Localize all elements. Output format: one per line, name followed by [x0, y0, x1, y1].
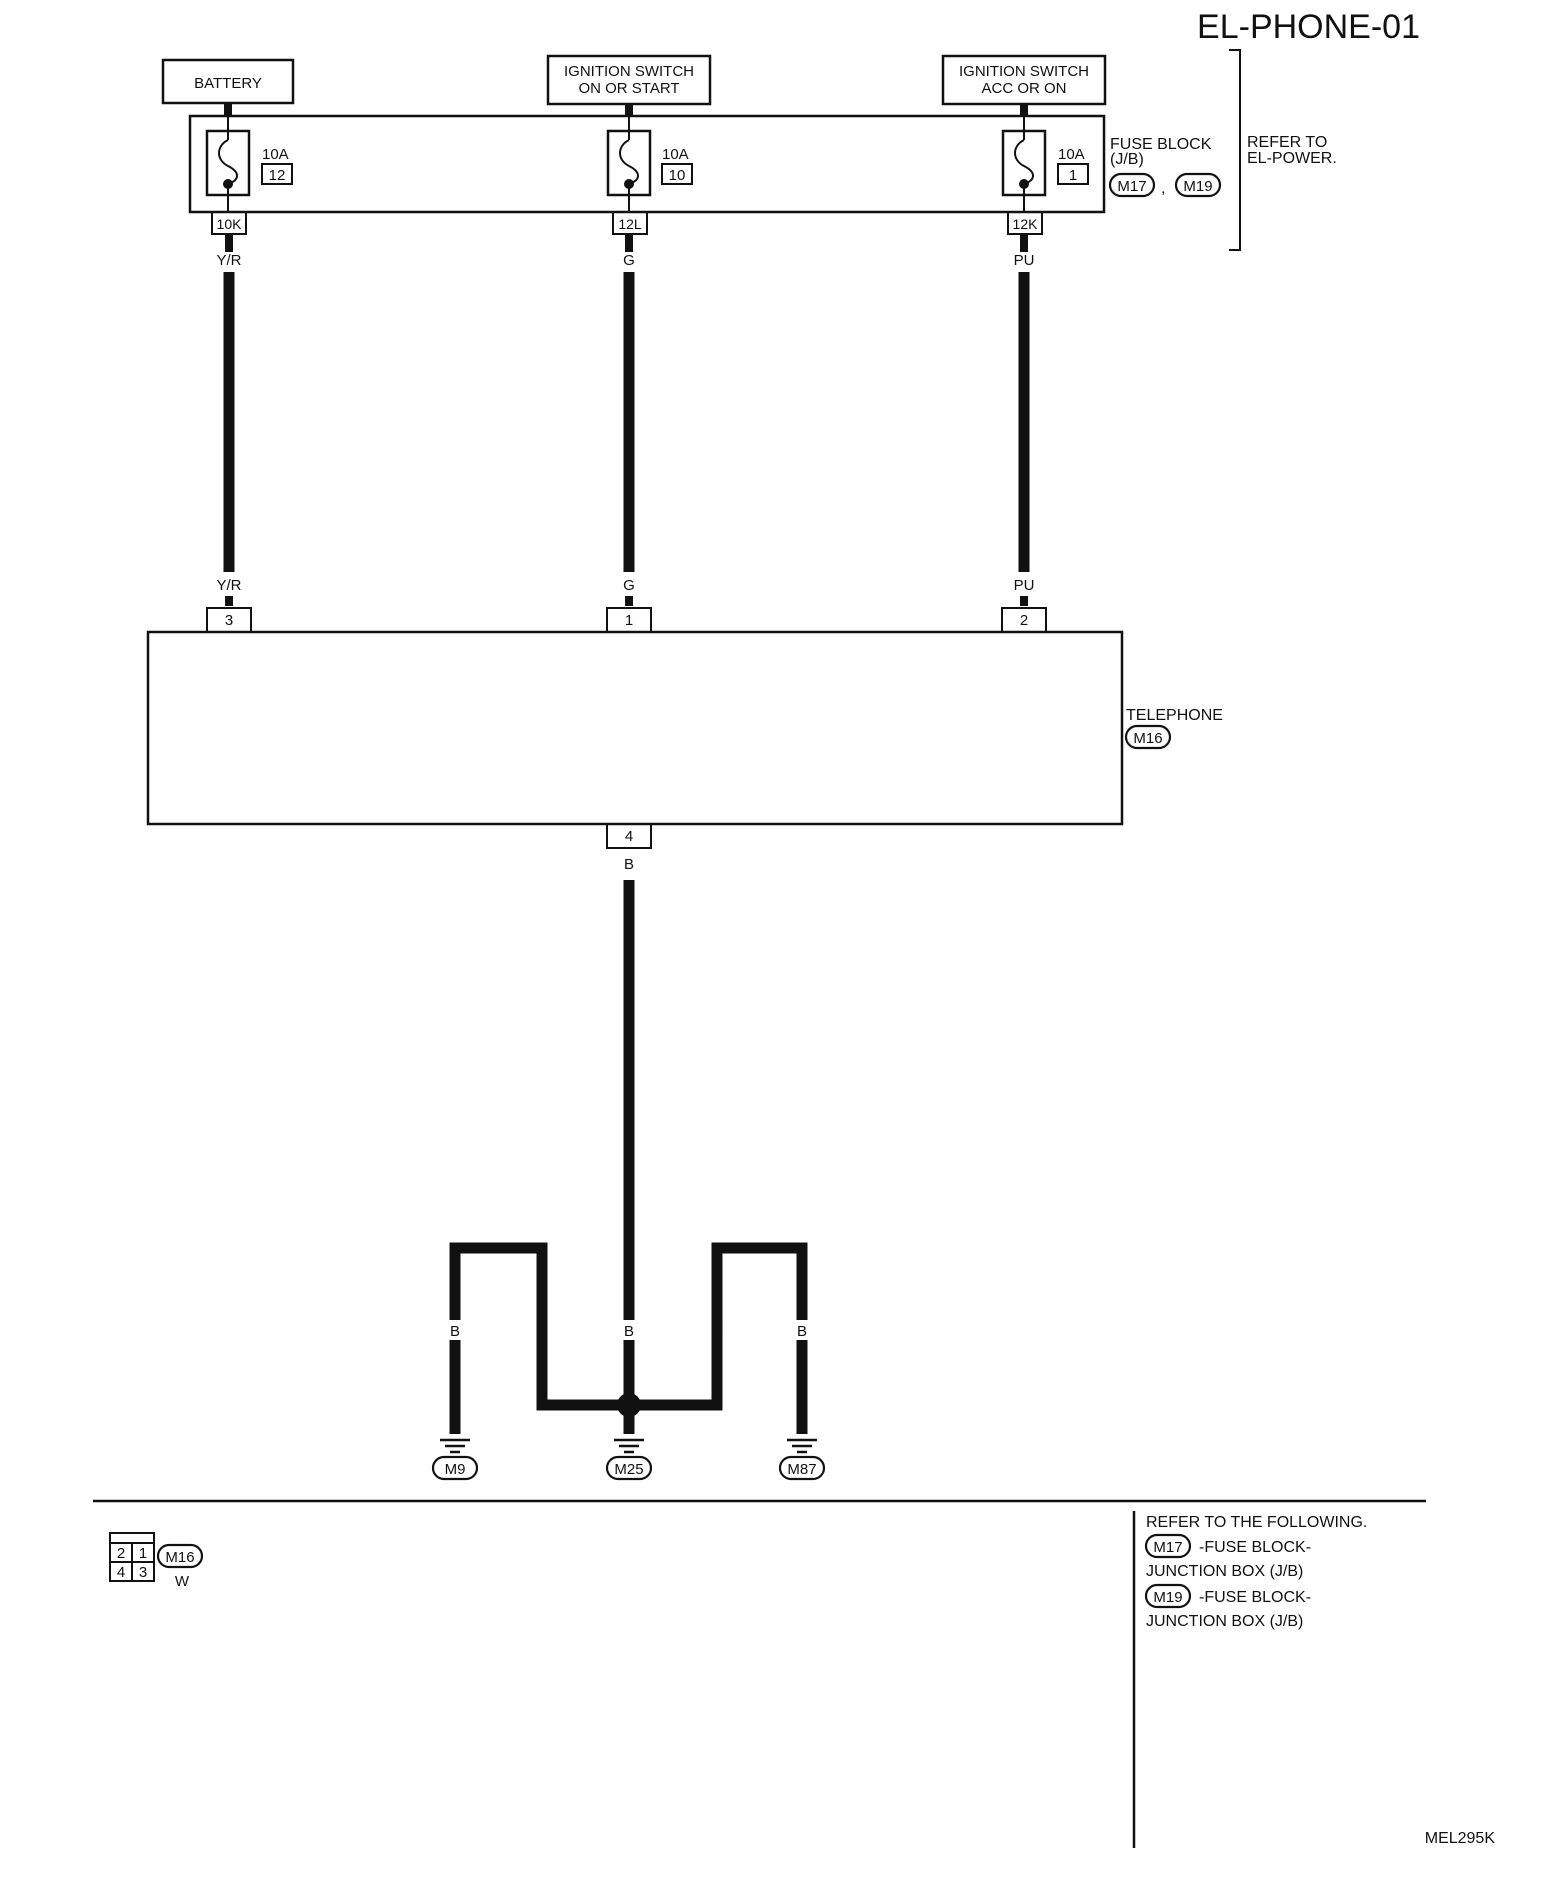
fuse-block-title: FUSE BLOCK: [1110, 136, 1212, 153]
fuse-symbol-icon: [218, 139, 238, 185]
svg-text:2: 2: [1020, 612, 1028, 629]
connector-oval: [1124, 724, 1172, 750]
telephone-unit: [146, 630, 1124, 826]
svg-text:12L: 12L: [618, 216, 642, 232]
ground-m9: M9: [431, 1438, 479, 1481]
wire-b-left: [449, 1242, 629, 1411]
telephone-pin-4: 4: [606, 824, 652, 849]
connector-cell: 4: [117, 1564, 125, 1581]
wire-color-label: B: [624, 1323, 634, 1340]
svg-text:M9: M9: [445, 1461, 466, 1478]
telephone-pin-1: 1: [606, 607, 652, 632]
svg-text:4: 4: [625, 828, 633, 845]
connector-cell: 3: [139, 1564, 147, 1581]
svg-text:M87: M87: [787, 1461, 816, 1478]
ground-m25: M25: [605, 1438, 653, 1481]
power-source-label: IGNITION SWITCH: [564, 63, 694, 80]
fuse-12: 10A 12: [205, 116, 293, 212]
connector-color: W: [175, 1573, 190, 1590]
power-source-ignition-acc-on: IGNITION SWITCH ACC OR ON: [941, 54, 1107, 106]
wire-color-label: PU: [1014, 577, 1035, 594]
fuse-amps: 10A: [262, 146, 289, 163]
fuse-symbol-icon: [1014, 139, 1034, 185]
svg-text:M25: M25: [614, 1461, 643, 1478]
ground-icon: [614, 1438, 644, 1454]
refer-item-line1: -FUSE BLOCK-: [1199, 1539, 1311, 1556]
fuse-symbol-icon: [619, 139, 639, 185]
connector-face-m16: 2 1 4 3 M16 W: [109, 1532, 204, 1590]
refer-connector-m19: M19: [1153, 1589, 1182, 1606]
wire-color-label: PU: [1014, 252, 1035, 269]
power-source-label: IGNITION SWITCH: [959, 63, 1089, 80]
connector-separator: ,: [1161, 180, 1165, 197]
refer-item-line2: JUNCTION BOX (J/B): [1146, 1563, 1303, 1580]
power-source-sublabel: ON OR START: [578, 80, 679, 97]
fuse-1: 10A 1: [1001, 116, 1089, 212]
ground-m87: M87: [778, 1438, 826, 1481]
connector-cell: 2: [117, 1545, 125, 1562]
splice-point: [617, 1393, 641, 1417]
refer-line-1: REFER TO: [1247, 134, 1327, 151]
fuse-number: 10: [669, 167, 686, 184]
wire-color-label: G: [623, 577, 635, 594]
fuse-number: 12: [269, 167, 286, 184]
refer-connector-m17: M17: [1153, 1539, 1182, 1556]
fuse-amps: 10A: [1058, 146, 1085, 163]
wire-color-label: G: [623, 252, 635, 269]
fuse-10: 10A 10: [606, 116, 693, 212]
refer-following-title: REFER TO THE FOLLOWING.: [1146, 1514, 1367, 1531]
wire-color-label: Y/R: [216, 577, 241, 594]
image-code: MEL295K: [1425, 1830, 1496, 1847]
power-source-sublabel: ACC OR ON: [981, 80, 1066, 97]
telephone-label: TELEPHONE: [1126, 707, 1223, 724]
terminal-12k: 12K: [1007, 211, 1043, 235]
fuse-block-label: FUSE BLOCK (J/B) M17 , M19: [1108, 136, 1222, 198]
svg-text:12K: 12K: [1013, 216, 1039, 232]
terminal-12l: 12L: [612, 211, 648, 235]
telephone-pin-3: 3: [206, 607, 252, 632]
power-source-ignition-on-start: IGNITION SWITCH ON OR START: [546, 54, 712, 106]
refer-following: REFER TO THE FOLLOWING. M17 -FUSE BLOCK-…: [1144, 1514, 1367, 1630]
connector-m17: M17: [1117, 178, 1146, 195]
fuse-block-subtitle: (J/B): [1110, 151, 1144, 168]
connector-face-id: M16: [165, 1549, 194, 1566]
telephone-pin-2: 2: [1001, 607, 1047, 632]
diagram-title: EL-PHONE-01: [1197, 8, 1420, 46]
terminal-10k: 10K: [211, 211, 247, 235]
wire-color-label: Y/R: [216, 252, 241, 269]
refer-item-line2: JUNCTION BOX (J/B): [1146, 1613, 1303, 1630]
connector-m19: M19: [1183, 178, 1212, 195]
svg-text:10K: 10K: [217, 216, 243, 232]
ground-icon: [440, 1438, 470, 1454]
ground-icon: [787, 1438, 817, 1454]
refer-bracket: [1229, 49, 1241, 251]
refer-item-line1: -FUSE BLOCK-: [1199, 1589, 1311, 1606]
fuse-amps: 10A: [662, 146, 689, 163]
fuse-number: 1: [1069, 167, 1077, 184]
connector-cell: 1: [139, 1545, 147, 1562]
wire-color-label: B: [450, 1323, 460, 1340]
wire-color-label: B: [537, 1323, 547, 1340]
power-source-label: BATTERY: [194, 75, 262, 92]
wire-b-right: [629, 1242, 808, 1411]
wire-color-label: B: [712, 1323, 722, 1340]
wire-color-label: B: [624, 856, 634, 873]
svg-text:1: 1: [625, 612, 633, 629]
power-source-battery: BATTERY: [161, 58, 295, 105]
svg-text:3: 3: [225, 612, 233, 629]
refer-line-2: EL-POWER.: [1247, 150, 1337, 167]
connector-m16: M16: [1133, 730, 1162, 747]
wire-color-label: B: [797, 1323, 807, 1340]
